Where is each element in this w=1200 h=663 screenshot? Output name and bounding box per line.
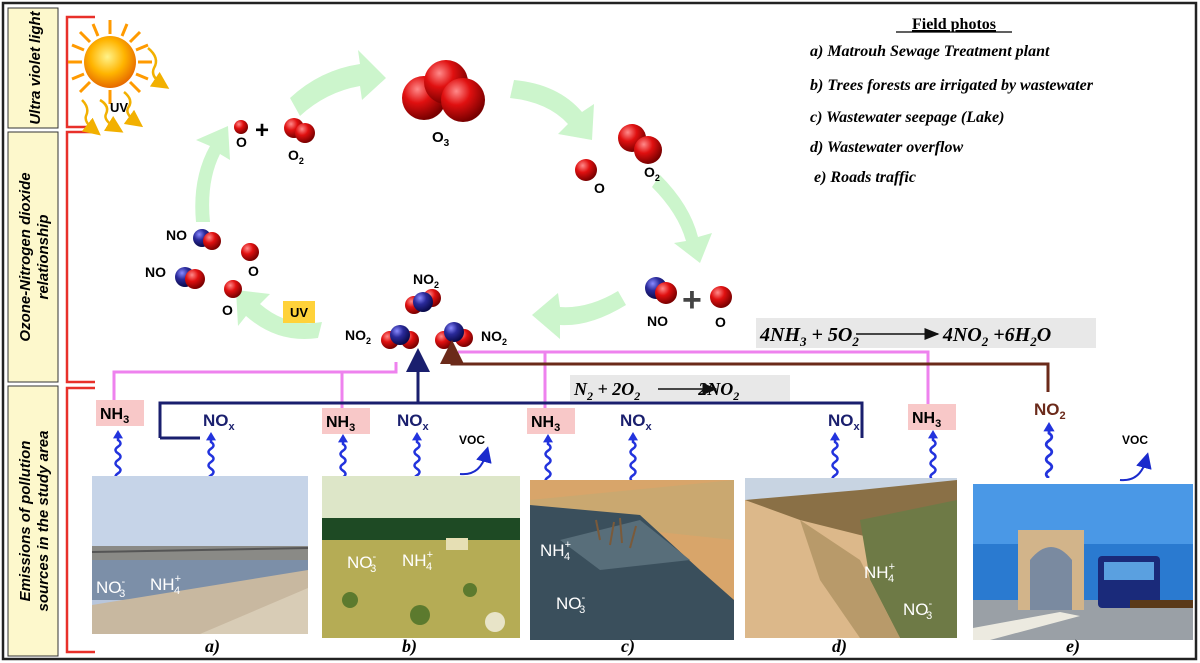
- nox-label-c: NOx: [620, 411, 653, 433]
- ozone-label-panel: [7, 131, 59, 383]
- oxygen-atom-label: O: [715, 314, 726, 330]
- ozone-side-label-1: Ozone-Nitrogen dioxide: [17, 172, 34, 341]
- photo-label-a: a): [205, 636, 220, 657]
- no2-label: NO2: [481, 328, 507, 347]
- plus-sign: +: [255, 117, 269, 144]
- o2-molecule-icon: [618, 124, 662, 164]
- no-label: NO: [145, 264, 166, 280]
- no2-label: NO2: [345, 327, 371, 346]
- oxygen-atom-icon: [710, 286, 732, 308]
- photo-a-nh4: NH+4: [150, 573, 181, 597]
- no2-molecule-icon: [405, 289, 441, 314]
- emissions-label-panel: [7, 385, 59, 657]
- o2-label: O2: [644, 164, 660, 183]
- red-brackets: [65, 15, 95, 654]
- nox-manifold-lines: [158, 348, 864, 440]
- uv-badge: [283, 301, 315, 323]
- legend-title: Field photos: [912, 16, 996, 33]
- o2-label: O2: [288, 147, 304, 166]
- oxygen-atom-icon: [575, 159, 597, 181]
- no-label: NO: [647, 313, 668, 329]
- voc-label-b: VOC: [459, 433, 485, 447]
- oxygen-atom-icon: [241, 243, 259, 261]
- photo-a-no3: NO-3: [96, 576, 126, 600]
- photo-b-no3: NO-3: [347, 551, 377, 575]
- no2-emission-label: NO2: [1034, 400, 1066, 422]
- nh3-label-b: NH3: [326, 414, 355, 434]
- photo-b: [322, 476, 520, 638]
- ozone-side-label-2: relationship: [35, 214, 52, 299]
- photo-e: [973, 484, 1193, 640]
- emissions-side-label-2: sources in the study area: [35, 431, 52, 612]
- oxygen-atom-icon: [224, 280, 242, 298]
- emissions-side-label-1: Emissions of pollution: [17, 441, 34, 602]
- photo-label-b: b): [402, 636, 417, 657]
- photo-c-nh4: NH+4: [540, 539, 571, 563]
- no2-label: NO2: [413, 271, 439, 290]
- no-molecule-icon: [193, 229, 221, 250]
- uv-rays: [81, 47, 170, 136]
- nh3-label-c: NH3: [531, 414, 560, 434]
- photo-label-d: d): [832, 636, 847, 657]
- legend-item-a: a) Matrouh Sewage Treatment plant: [810, 43, 1050, 60]
- nox-label-b: NOx: [397, 411, 430, 433]
- uv-badge-label: UV: [290, 305, 308, 320]
- uv-side-label: Ultra violet light: [27, 10, 44, 124]
- legend-item-c: c) Wastewater seepage (Lake): [810, 109, 1004, 126]
- sun-uv-label: UV: [110, 100, 128, 115]
- nox-label-a: NOx: [203, 411, 236, 433]
- no-label: NO: [166, 227, 187, 243]
- o2-molecule-icon: [284, 118, 315, 143]
- no-molecule-icon: [645, 277, 677, 304]
- equation-2-box: [570, 375, 790, 401]
- cycle-arrows: [195, 50, 712, 340]
- photo-c-no3: NO-3: [556, 592, 586, 616]
- photo-d-no3: NO-3: [903, 598, 933, 622]
- oxygen-atom-label: O: [248, 263, 259, 279]
- no2-return-line: [440, 340, 1050, 392]
- no2-molecule-icon: [381, 325, 419, 349]
- legend-item-b: b) Trees forests are irrigated by wastew…: [810, 77, 1094, 94]
- oxygen-atom-label: O: [594, 180, 605, 196]
- oxygen-atom-label: O: [236, 134, 247, 150]
- photo-b-nh4: NH+4: [402, 549, 433, 573]
- nh3-label-a: NH3: [100, 406, 129, 426]
- ozone-molecule-icon: [402, 60, 485, 122]
- plus-sign: +: [682, 281, 702, 319]
- nh3-label-d: NH3: [912, 410, 941, 430]
- oxygen-atom-icon: [234, 120, 248, 134]
- photo-d-nh4: NH+4: [864, 561, 895, 585]
- oxygen-atom-label: O: [222, 302, 233, 318]
- nh3-connector-lines: [112, 350, 930, 410]
- voc-label-e: VOC: [1122, 433, 1148, 447]
- sun-icon: [68, 20, 152, 104]
- legend-item-e: e) Roads traffic: [814, 169, 916, 186]
- nox-label-d: NOx: [828, 411, 861, 433]
- no-molecule-icon: [175, 267, 205, 289]
- photo-label-c: c): [621, 636, 635, 657]
- ozone-label: O3: [432, 129, 450, 149]
- uv-label-panel: [7, 7, 59, 129]
- photo-a: [91, 476, 309, 634]
- photo-c: [530, 480, 734, 640]
- photo-d: [745, 478, 957, 638]
- legend-item-d: d) Wastewater overflow: [810, 139, 964, 156]
- photo-label-e: e): [1066, 636, 1080, 657]
- voc-arrow-icon: [459, 446, 492, 476]
- voc-arrow-icon: [1119, 452, 1152, 482]
